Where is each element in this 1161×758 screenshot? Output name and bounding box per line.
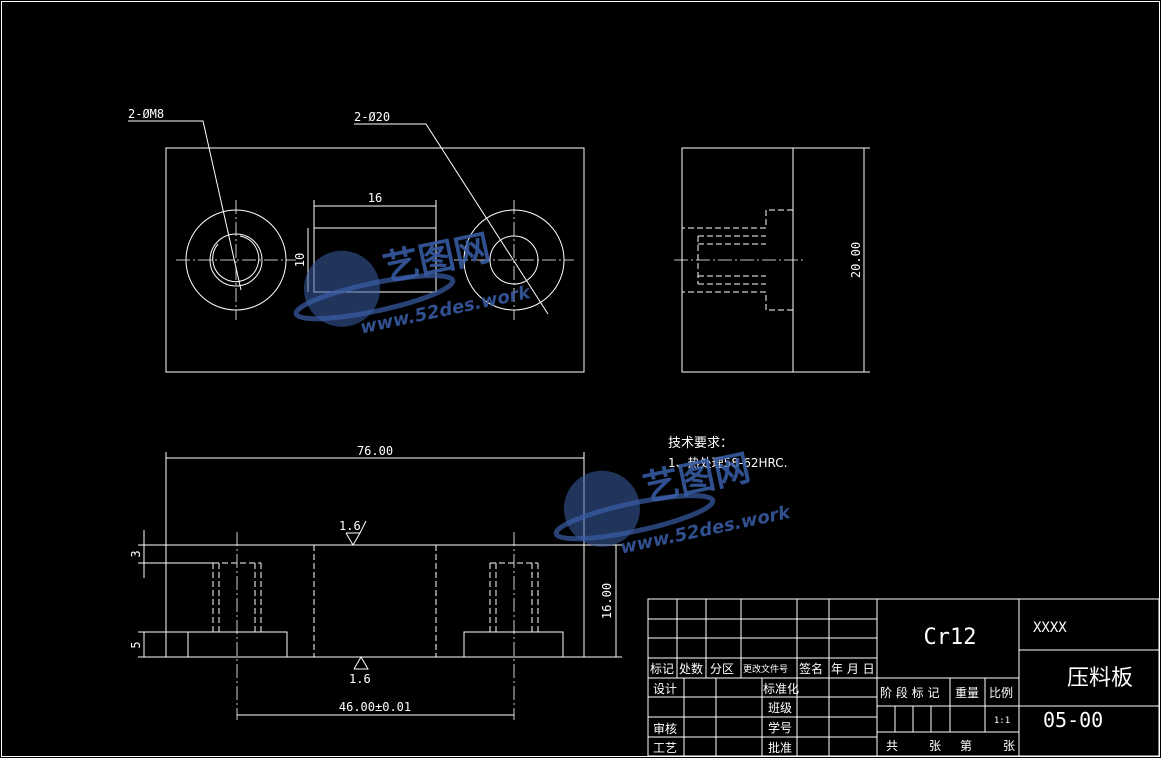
bottom-step-dim: 5 [129,641,143,648]
tech-req-item-1: 1、热处理58-62HRC. [668,456,787,470]
thread-callout: 2-ØM8 [128,107,164,121]
length-dim: 76.00 [357,444,393,458]
sheet-number-label: 第 [960,739,972,753]
side-hidden-cbore-bottom [682,291,793,311]
approval-student-id: 学号 [768,720,792,735]
watermark-2: 艺图网 www.52des.work [553,448,793,558]
part-name: 压料板 [1067,666,1133,691]
scale-value: 1:1 [994,716,1010,726]
front-view-outline [165,544,585,658]
roughness-bottom-value: 1.6 [349,672,371,686]
rev-header-mark: 标记 [650,662,674,676]
rev-header-zone: 分区 [710,662,734,676]
roughness-top-tail [359,520,367,534]
front-left-cbore [187,631,288,657]
side-height-dim: 20.00 [849,242,863,278]
pocket-width-dim: 16 [368,191,382,205]
company-name: XXXX [1033,620,1067,636]
approval-class: 班级 [768,701,792,715]
rev-header-count: 处数 [679,661,703,676]
top-view: 16 10 2-ØM8 2-Ø20 [128,107,585,373]
hole-spacing-dim: 46.00±0.01 [339,700,411,714]
roughness-top-symbol [345,532,361,546]
top-view-outline [165,147,585,373]
role-review: 审核 [653,721,677,736]
pocket-height-dim: 10 [293,253,307,267]
material-label: Cr12 [924,625,977,650]
thread-leader [128,120,242,291]
roughness-top-value: 1.6 [339,519,361,533]
drawing-number: 05-00 [1043,708,1103,732]
approval-standard: 标准化 [763,682,799,696]
watermark-brand-1: 艺图网 [380,228,494,291]
counterbore-callout: 2-Ø20 [354,110,390,124]
stage-header-mark: 阶 段 标 记 [880,685,939,700]
approval-approve: 批准 [768,740,792,755]
front-height-dim: 16.00 [600,583,614,619]
stage-header-weight: 重量 [955,686,979,700]
front-right-cbore [463,631,564,657]
side-hidden-cbore-top [682,209,793,229]
title-block: 标记 处数 分区 更改文件号 签名 年 月 日 设计 审核 工艺 标准化 班级 … [647,598,1160,757]
role-process: 工艺 [653,741,677,755]
counterbore-leader [354,123,549,315]
sheet-number-unit: 张 [1003,739,1015,753]
rev-header-date: 年 月 日 [831,662,875,676]
roughness-bottom-symbol [353,656,369,670]
rev-header-sign: 签名 [799,661,823,676]
left-thread-arc [212,235,260,283]
stage-header-scale: 比例 [989,686,1013,700]
tech-req-heading: 技术要求： [668,436,733,451]
sheet-total-unit: 张 [929,739,941,753]
front-view: 76.00 16.00 3 5 46.00±0.01 1.6 1.6 [129,444,622,720]
sheet-total-label: 共 [886,739,898,753]
rev-header-doc: 更改文件号 [743,663,788,675]
role-design: 设计 [653,682,677,696]
watermark-1: 艺图网 www.52des.work [293,228,533,338]
top-step-dim: 3 [129,550,143,557]
side-view: 20.00 [674,147,870,373]
watermark-brand-2: 艺图网 [640,448,754,511]
